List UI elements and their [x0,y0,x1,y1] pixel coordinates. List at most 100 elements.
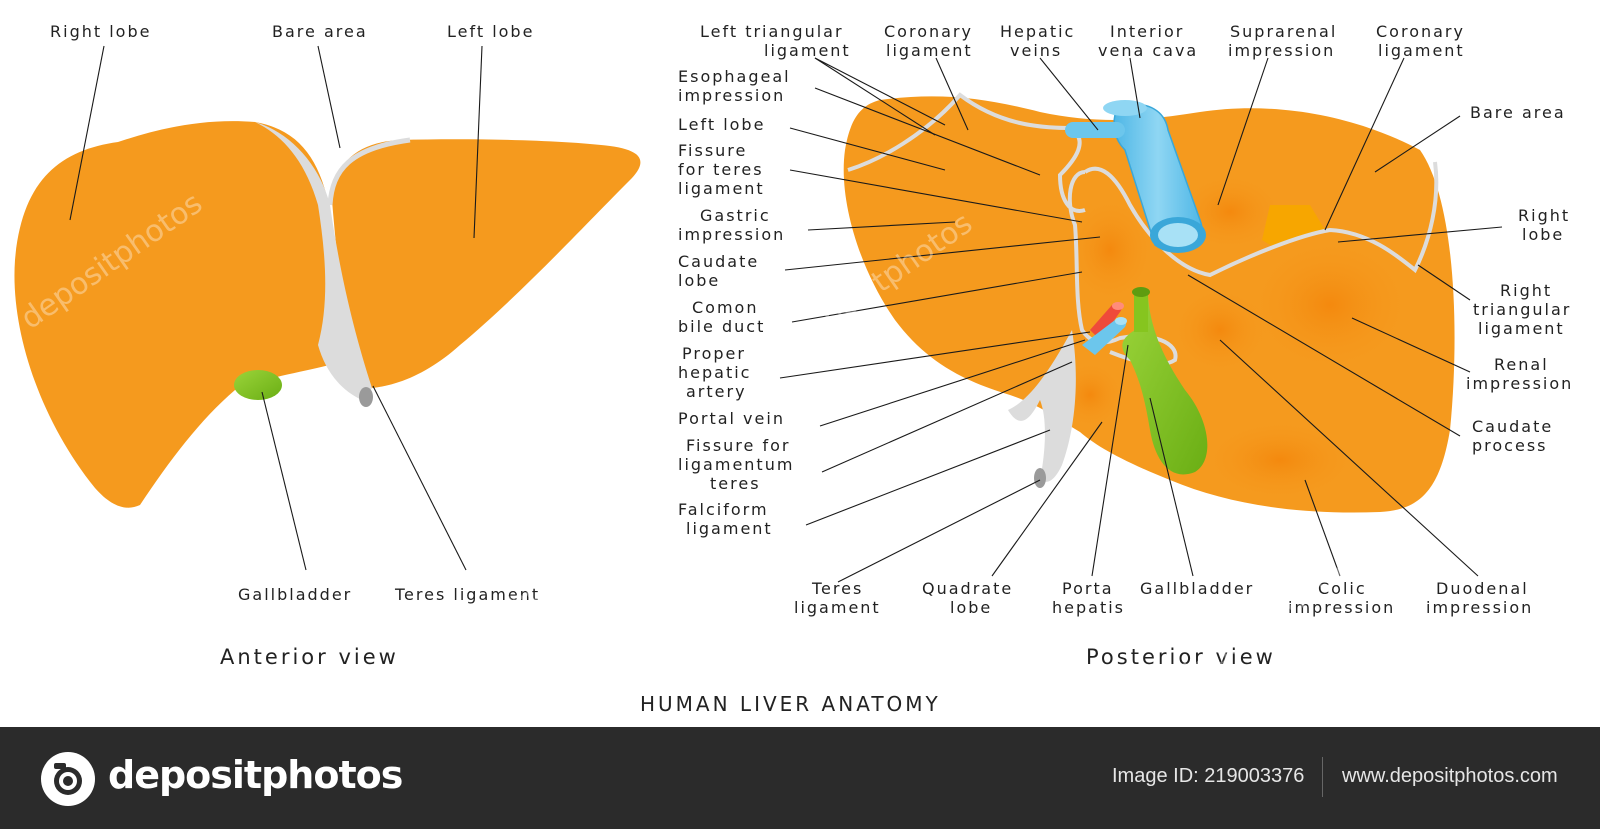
label-portal-vein: Portal vein [678,409,785,428]
line-right-lobe-p [1337,226,1503,243]
line-portal-vein [819,339,1086,427]
label-fissure-teres-2: for teres [678,160,764,179]
label-renal-2: impression [1466,374,1573,393]
label-right-tri-2: triangular [1473,300,1571,319]
line-porta [1091,344,1129,577]
label-colic-1: Colic [1318,579,1367,598]
line-gastric [807,221,956,231]
line-caudate-lobe [784,236,1101,271]
label-teres-p-1: Teres [811,579,863,598]
label-right-lobe-1: Right [1518,206,1570,225]
camera-logo-icon [41,752,95,806]
renal-impression [1245,235,1415,375]
line-teres-p [837,479,1041,583]
posterior-leader-lines [779,57,1503,583]
watermark-4: depositphotos [395,546,589,697]
line-bare-area-p [1374,115,1461,173]
label-esophageal-2: impression [678,86,785,105]
anterior-falciform-ligament-shape [255,122,372,400]
posterior-labels: Left triangular ligament Coronary ligame… [678,22,1573,669]
line-gallbladder-p [1149,397,1194,577]
label-suprarenal-1: Suprarenal [1230,22,1337,41]
label-gastric-2: impression [678,225,785,244]
common-bile-duct-shape [1134,292,1148,332]
label-coronary-1: Coronary [884,22,973,41]
line-suprarenal [1217,57,1269,206]
label-teres-p-2: ligament [794,598,881,617]
posterior-liver [843,92,1455,513]
posterior-gallbladder-shape [1122,295,1208,475]
footer-brand[interactable]: depositphotos [108,753,403,797]
label-proper-hepatic-1: Proper [682,344,746,363]
label-duodenal-1: Duodenal [1436,579,1529,598]
label-quadrate-2: lobe [950,598,992,617]
line-teres-ligament [372,385,467,571]
label-proper-hepatic-2: hepatic [678,363,751,382]
label-caudate-lobe-2: lobe [678,271,720,290]
line-right-tri [1417,264,1471,301]
posterior-coronary-ligament-line [847,92,1439,278]
label-duodenal-2: impression [1426,598,1533,617]
line-esophageal [814,87,1041,176]
label-common-bile-1: Comon [692,298,758,317]
posterior-view-label: Posterior view [1086,645,1276,669]
bile-duct-end [1132,287,1150,297]
anterior-right-lobe-shape [14,121,346,508]
label-right-tri-1: Right [1500,281,1552,300]
liver-anatomy-svg: Right lobe Bare area Left lobe Gallbladd… [14,22,1573,716]
duodenal-impression [1170,285,1270,375]
anterior-left-lobe-shape [332,139,641,388]
label-left-lobe-p: Left lobe [678,115,765,134]
diagram-title: HUMAN LIVER ANATOMY [640,692,941,716]
line-left-triangular-a [814,57,946,126]
line-proper-hepatic [779,331,1091,379]
label-proper-hepatic-3: artery [686,382,747,401]
label-gallbladder-p: Gallbladder [1140,579,1254,598]
anterior-leader-lines [69,45,483,571]
label-bare-area-p: Bare area [1470,103,1566,122]
label-porta-2: hepatis [1052,598,1125,617]
inferior-vena-cava [1065,100,1206,253]
line-renal [1351,317,1471,373]
portal-vein-end [1115,317,1127,325]
label-gastric-1: Gastric [700,206,771,225]
posterior-teres-ligament-end [1034,468,1046,488]
label-common-bile-2: bile duct [678,317,765,336]
anterior-coronary-line [327,137,411,206]
label-hepatic-veins-2: veins [1010,41,1062,60]
label-ivc-1: Interior [1110,22,1184,41]
label-left-triangular-1: Left triangular [700,22,844,41]
anterior-liver [14,121,641,508]
label-right-tri-3: ligament [1478,319,1565,338]
line-bare-area [317,45,341,149]
label-fissure-teres-1: Fissure [678,141,747,160]
footer-separator [1322,757,1323,797]
label-hepatic-veins-1: Hepatic [1000,22,1075,41]
label-coronary-r-2: ligament [1378,41,1465,60]
line-caudate-proc [1187,274,1461,437]
label-ivc-2: vena cava [1098,41,1198,60]
line-quadrate [991,421,1103,577]
label-caudate-lobe-1: Caudate [678,252,759,271]
line-falciform [805,429,1051,526]
anterior-labels: Right lobe Bare area Left lobe Gallbladd… [50,22,540,669]
anterior-view-label: Anterior view [220,645,399,669]
label-falciform-1: Falciform [678,500,769,519]
label-coronary-2: ligament [886,41,973,60]
watermark-3: depositphotos [1170,546,1364,697]
label-fissure-lig-1: Fissure for [686,436,790,455]
portal-vein-shape [1082,318,1127,355]
line-coronary-r [1324,57,1405,231]
anterior-gallbladder-shape [234,370,282,400]
label-porta-1: Porta [1062,579,1114,598]
line-common-bile [791,271,1083,323]
label-fissure-teres-3: ligament [678,179,765,198]
line-left-lobe [789,127,946,171]
label-teres-ligament: Teres ligament [394,585,540,604]
label-colic-2: impression [1288,598,1395,617]
label-fissure-lig-3: teres [710,474,761,493]
label-quadrate-1: Quadrate [922,579,1013,598]
posterior-liver-shape [843,96,1455,513]
line-gallbladder [261,391,307,571]
footer-url[interactable]: www.depositphotos.com [1342,765,1558,787]
